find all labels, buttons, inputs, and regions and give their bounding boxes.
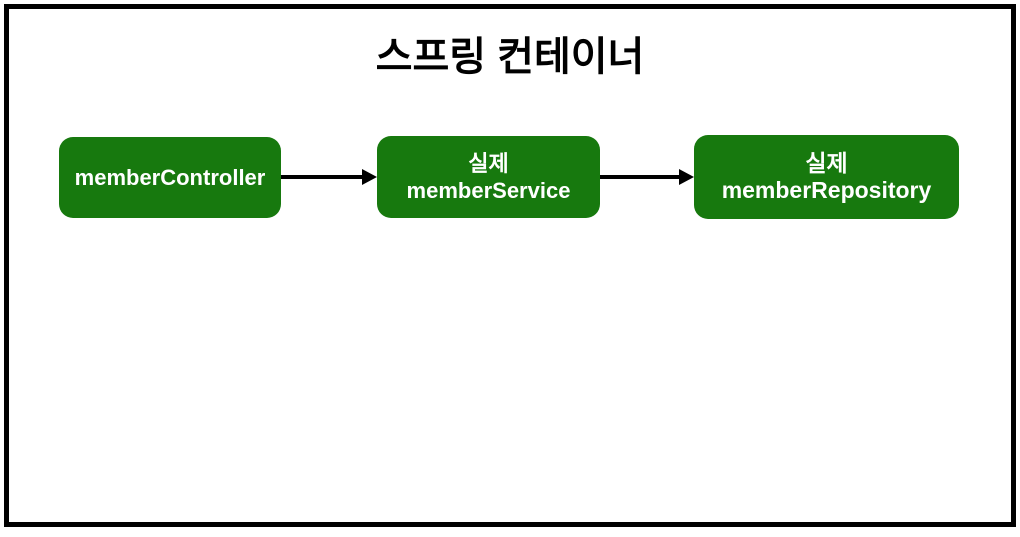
arrow-shaft — [600, 175, 682, 179]
edge-controller-to-service — [281, 163, 377, 191]
node-member-repository-label-top: 실제 — [805, 150, 848, 176]
arrow-head-icon — [679, 169, 694, 185]
node-member-repository: 실제 memberRepository — [694, 135, 959, 219]
spring-container-frame — [4, 4, 1016, 527]
node-member-service-label-top: 실제 — [468, 151, 509, 176]
diagram-title: 스프링 컨테이너 — [375, 35, 645, 79]
node-member-repository-label-bottom: memberRepository — [721, 177, 932, 203]
arrow-shaft — [281, 175, 365, 179]
node-member-service-label-bottom: memberService — [406, 178, 571, 203]
arrow-head-icon — [362, 169, 377, 185]
node-member-service: 실제 memberService — [377, 136, 600, 218]
edge-service-to-repository — [600, 163, 694, 191]
node-member-controller: memberController — [59, 137, 281, 218]
node-member-controller-label: memberController — [74, 165, 266, 190]
